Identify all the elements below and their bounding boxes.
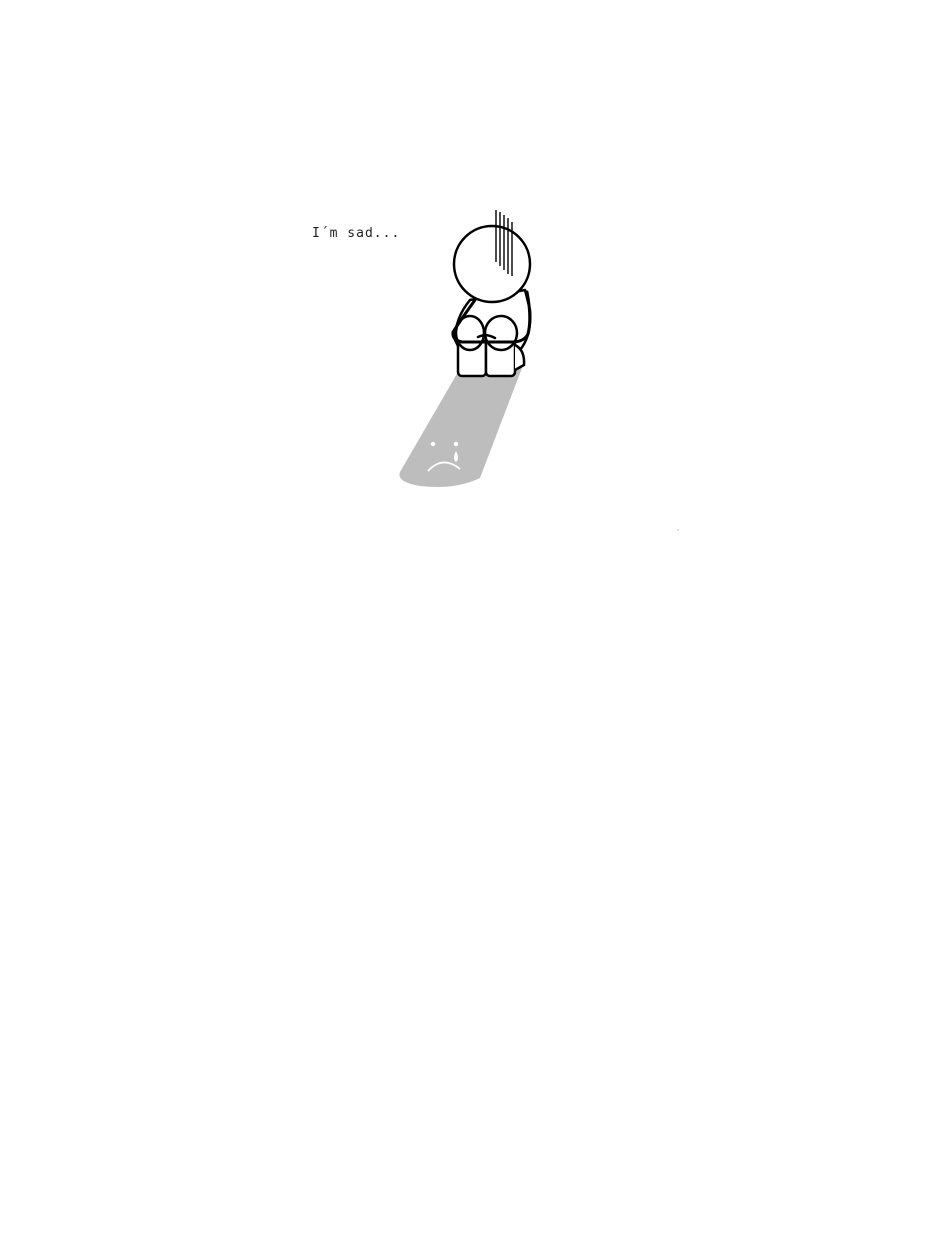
speck [677, 529, 679, 531]
shadow [399, 360, 525, 487]
gloom-lines [495, 210, 513, 276]
figure-right-arm [484, 290, 532, 344]
figure-hands [476, 334, 497, 340]
caption-text: I´m sad... [312, 226, 401, 241]
figure-left-arm [451, 298, 486, 344]
shadow-sad-face-icon [427, 441, 461, 472]
shadow-frown [427, 461, 461, 472]
shadow-left-eye [430, 441, 436, 447]
figure-right-foot [514, 343, 526, 372]
figure-right-knee [483, 314, 519, 352]
figure-head [452, 224, 532, 304]
shadow-right-eye [453, 441, 459, 447]
shadow-shape [399, 360, 525, 487]
figure [451, 210, 532, 378]
shadow-tear-icon [454, 451, 458, 462]
